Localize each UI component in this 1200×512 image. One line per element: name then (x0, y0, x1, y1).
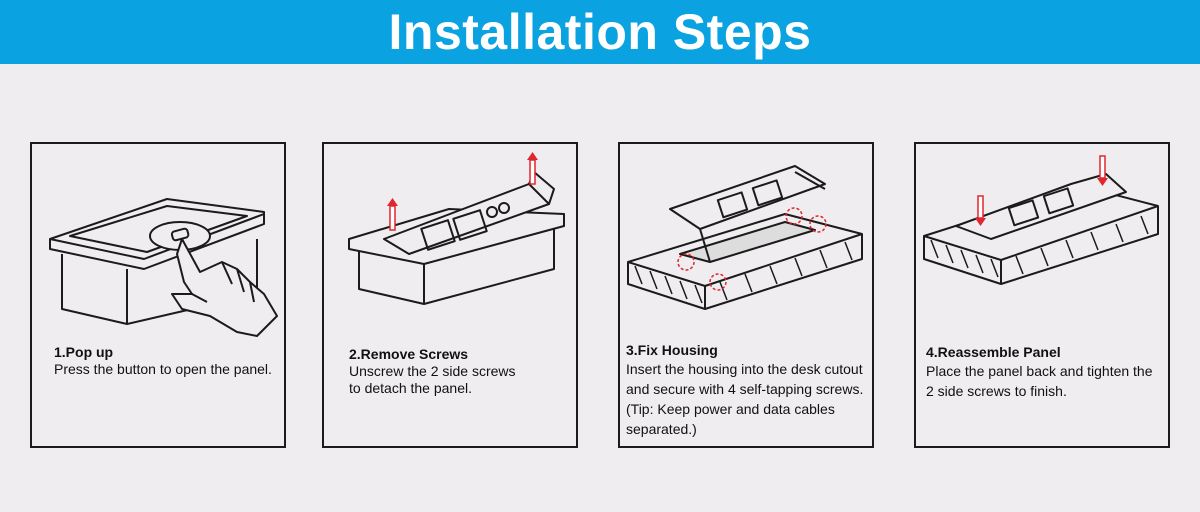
step-card-4: 4.Reassemble Panel Place the panel back … (914, 142, 1170, 448)
step-card-1: 1.Pop up Press the button to open the pa… (30, 142, 286, 448)
step-3-body: Insert the housing into the desk cutout … (626, 359, 870, 439)
step-2-title: 2.Remove Screws (349, 346, 574, 363)
step-1-body: Press the button to open the panel. (54, 361, 279, 378)
step-1-title: 1.Pop up (54, 344, 279, 361)
step-card-3: 3.Fix Housing Insert the housing into th… (618, 142, 874, 448)
page-title: Installation Steps (389, 0, 812, 64)
header-banner: Installation Steps (0, 0, 1200, 64)
step-3-title: 3.Fix Housing (626, 342, 870, 359)
pop-up-socket-illustration (32, 144, 284, 446)
remove-screws-illustration (324, 144, 576, 446)
step-4-title: 4.Reassemble Panel (926, 344, 1166, 361)
step-card-2: 2.Remove Screws Unscrew the 2 side screw… (322, 142, 578, 448)
hand-pointer-icon (172, 239, 277, 336)
step-2-body: Unscrew the 2 side screws to detach the … (349, 363, 574, 397)
step-4-body: Place the panel back and tighten the 2 s… (926, 361, 1166, 401)
